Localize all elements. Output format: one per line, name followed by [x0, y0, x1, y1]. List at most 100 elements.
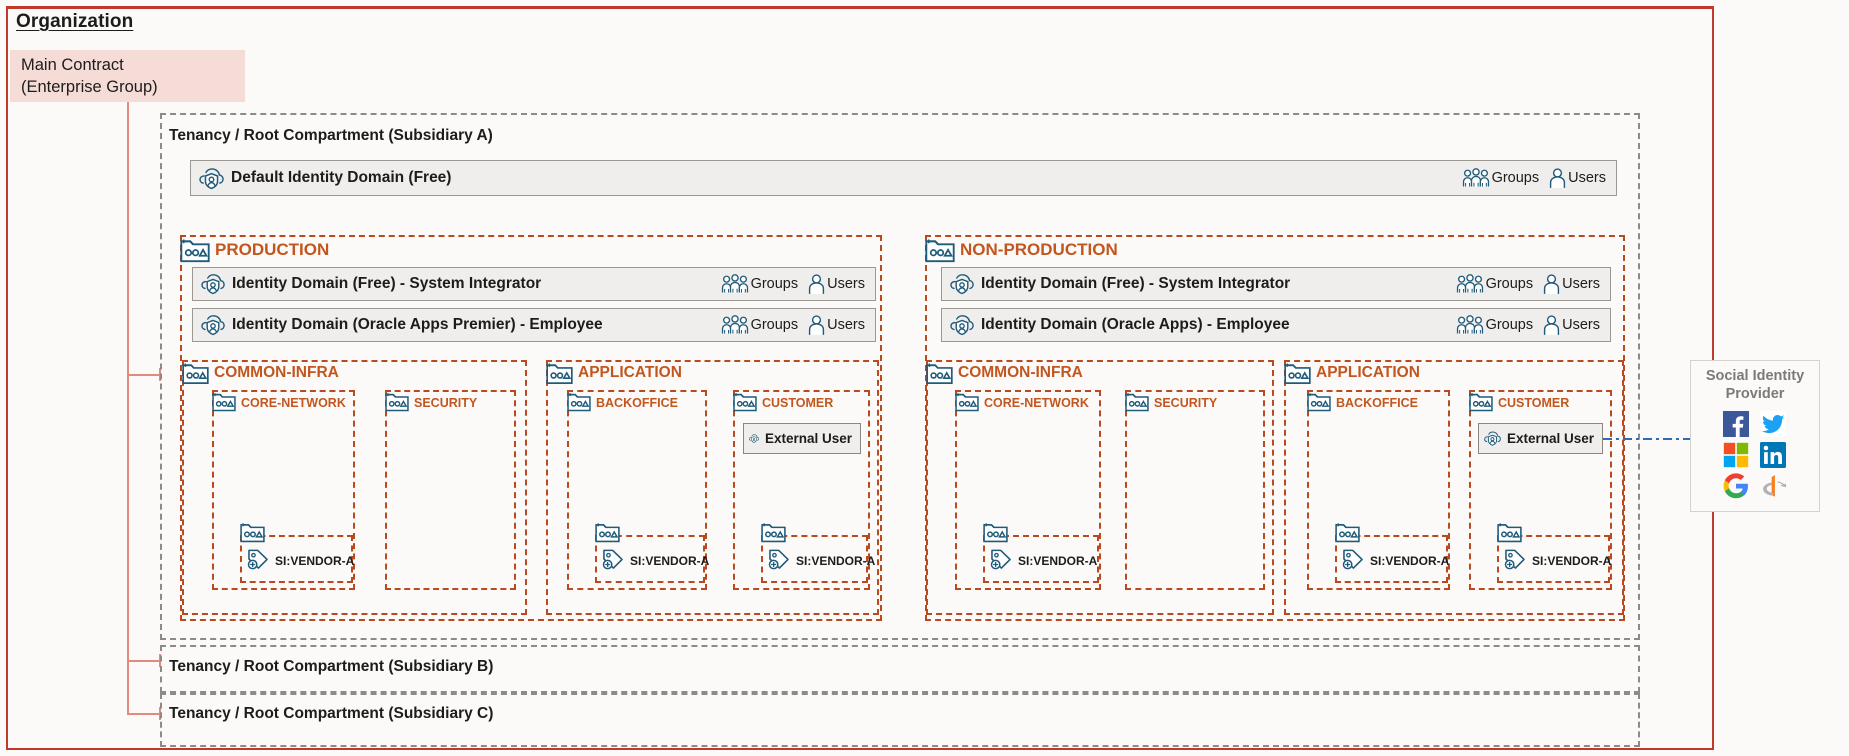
compartment-icon-customer — [733, 392, 757, 412]
tag-icon — [767, 548, 791, 570]
users-chip[interactable]: Users — [1543, 274, 1600, 295]
users-label: Users — [827, 276, 865, 292]
compartment-si-nonproduction-customer — [1497, 535, 1610, 583]
identity-domain-label: Default Identity Domain (Free) — [231, 169, 452, 186]
compartment-production-core-network — [212, 390, 355, 590]
compartment-icon-backoffice — [567, 392, 591, 412]
users-icon — [1543, 274, 1560, 295]
compartment-icon-si-vendor — [983, 522, 1008, 543]
groups-chip[interactable]: Groups — [1456, 315, 1534, 336]
groups-users-wrap: Groups Users — [1456, 274, 1602, 295]
identity-domain-icon — [199, 166, 224, 191]
compartment-nonproduction-customer — [1469, 390, 1612, 590]
users-chip[interactable]: Users — [1549, 168, 1606, 189]
compartment-icon-si-vendor — [1497, 522, 1522, 543]
groups-icon — [1456, 274, 1484, 295]
compartment-title-np-backoffice: BACKOFFICE — [1336, 396, 1418, 410]
compartment-title-pr-customer: CUSTOMER — [762, 396, 834, 410]
users-label: Users — [1562, 276, 1600, 292]
compartment-title-pr-security: SECURITY — [414, 396, 478, 410]
si-vendor-label: SI:VENDOR-A — [1018, 554, 1098, 568]
social-idp-title-line2: Provider — [1725, 385, 1785, 402]
groups-label: Groups — [1485, 276, 1534, 292]
identity-domain-production-employee[interactable]: Identity Domain (Oracle Apps Premier) - … — [192, 308, 876, 342]
connector-trunk — [127, 102, 129, 714]
identity-domain-icon — [201, 313, 225, 337]
groups-icon — [721, 274, 749, 295]
compartment-production-customer — [733, 390, 870, 590]
compartment-icon-security — [1125, 392, 1149, 412]
tag-icon — [246, 548, 270, 570]
tenancy-c-label: Tenancy / Root Compartment (Subsidiary C… — [169, 705, 494, 722]
main-contract-line1: Main Contract — [21, 56, 124, 74]
tenancy-subsidiary-b — [160, 645, 1640, 693]
groups-chip[interactable]: Groups — [721, 274, 799, 295]
linkedin-icon[interactable] — [1760, 442, 1786, 469]
identity-domain-icon — [950, 272, 974, 296]
compartment-production-application — [546, 360, 879, 615]
social-idp-connector — [1603, 438, 1720, 440]
compartment-title-pr-common-infra: COMMON-INFRA — [214, 364, 339, 381]
compartment-si-nonproduction-backoffice — [1335, 535, 1448, 583]
identity-domain-default[interactable]: Default Identity Domain (Free) Groups Us… — [190, 160, 1617, 196]
tag-icon — [989, 548, 1013, 570]
identity-domain-nonproduction-si[interactable]: Identity Domain (Free) - System Integrat… — [941, 267, 1611, 301]
compartment-title-np-common-infra: COMMON-INFRA — [958, 364, 1083, 381]
compartment-icon-backoffice — [1307, 392, 1331, 412]
tenancy-subsidiary-c — [160, 693, 1640, 747]
users-chip[interactable]: Users — [808, 315, 865, 336]
users-icon — [808, 274, 825, 295]
google-icon[interactable] — [1723, 473, 1749, 499]
tag-icon — [601, 548, 625, 570]
compartment-title-non-production: NON-PRODUCTION — [960, 240, 1118, 259]
identity-domain-nonproduction-employee[interactable]: Identity Domain (Oracle Apps) - Employee… — [941, 308, 1611, 342]
organization-frame-top — [6, 6, 1714, 9]
compartment-production-security — [385, 390, 516, 590]
facebook-icon[interactable] — [1723, 411, 1749, 438]
social-idp-icon-grid — [1718, 409, 1792, 501]
identity-domain-label: Identity Domain (Oracle Apps) - Employee — [981, 316, 1290, 333]
identity-domain-icon — [950, 313, 974, 337]
main-contract-line2: (Enterprise Group) — [21, 77, 158, 96]
tag-icon — [1503, 548, 1527, 570]
compartment-icon-si-vendor — [761, 522, 786, 543]
identity-domain-production-si[interactable]: Identity Domain (Free) - System Integrat… — [192, 267, 876, 301]
compartment-si-nonproduction-core-network — [983, 535, 1099, 583]
users-icon — [1543, 315, 1560, 336]
groups-chip[interactable]: Groups — [1456, 274, 1534, 295]
compartment-icon-core-network — [212, 392, 236, 412]
groups-icon — [721, 315, 749, 336]
groups-chip[interactable]: Groups — [1462, 168, 1540, 189]
external-user-chip-nonproduction[interactable]: External User — [1478, 423, 1603, 454]
identity-domain-icon — [201, 272, 225, 296]
groups-label: Groups — [1485, 317, 1534, 333]
compartment-production-common-infra — [182, 360, 527, 615]
openid-icon[interactable] — [1760, 473, 1786, 499]
compartment-icon-production — [180, 238, 210, 263]
groups-users-wrap: Groups Users — [721, 315, 867, 336]
identity-domain-label: Identity Domain (Free) - System Integrat… — [232, 275, 542, 292]
si-vendor-label: SI:VENDOR-A — [796, 554, 876, 568]
users-chip[interactable]: Users — [1543, 315, 1600, 336]
users-label: Users — [1568, 170, 1606, 186]
compartment-nonproduction-backoffice — [1307, 390, 1450, 590]
groups-chip[interactable]: Groups — [721, 315, 799, 336]
groups-label: Groups — [750, 276, 799, 292]
groups-label: Groups — [1491, 170, 1540, 186]
external-user-chip-production[interactable]: External User — [743, 423, 861, 454]
tenancy-a-label: Tenancy / Root Compartment (Subsidiary A… — [169, 127, 493, 144]
compartment-nonproduction-security — [1125, 390, 1265, 590]
compartment-icon-application — [1284, 362, 1311, 385]
external-user-label: External User — [764, 431, 852, 446]
groups-label: Groups — [750, 317, 799, 333]
twitter-icon[interactable] — [1760, 411, 1786, 438]
compartment-title-pr-core-network: CORE-NETWORK — [241, 396, 346, 410]
users-chip[interactable]: Users — [808, 274, 865, 295]
connector-branch-b — [127, 660, 160, 662]
microsoft-icon[interactable] — [1723, 442, 1749, 468]
tenancy-b-label: Tenancy / Root Compartment (Subsidiary B… — [169, 658, 494, 675]
external-user-label: External User — [1506, 431, 1594, 446]
si-vendor-label: SI:VENDOR-A — [1370, 554, 1450, 568]
compartment-icon-si-vendor — [1335, 522, 1360, 543]
groups-users-wrap: Groups Users — [1456, 315, 1602, 336]
